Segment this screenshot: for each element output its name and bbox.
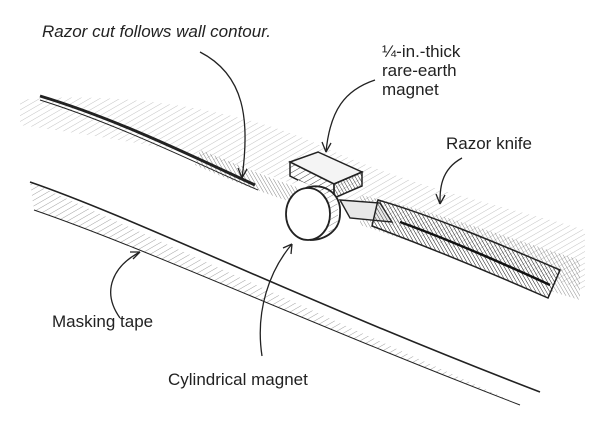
- label-razor-knife: Razor knife: [446, 134, 532, 153]
- razor-knife: [338, 199, 561, 299]
- masking-tape: [29, 181, 541, 406]
- arrow-magnet-thick: [325, 79, 376, 153]
- cylindrical-magnet: [285, 180, 341, 241]
- label-razor-cut: Razor cut follows wall contour.: [42, 22, 271, 41]
- label-rare-earth-magnet: ¼-in.-thick rare-earth magnet: [382, 42, 460, 99]
- label-rare-earth-magnet-line3: magnet: [382, 80, 439, 99]
- label-rare-earth-magnet-line2: rare-earth: [382, 61, 457, 80]
- label-masking-tape: Masking tape: [52, 312, 154, 331]
- arrow-razor-cut: [199, 51, 246, 179]
- arrow-cyl-magnet: [259, 243, 293, 357]
- label-cylindrical-magnet: Cylindrical magnet: [168, 370, 308, 389]
- label-rare-earth-magnet-line1: ¼-in.-thick: [382, 42, 461, 61]
- leader-arrows: [110, 51, 463, 357]
- razor-cut-line: [39, 94, 256, 187]
- arrow-masking-tape: [110, 251, 141, 319]
- arrow-razor-knife: [439, 157, 463, 205]
